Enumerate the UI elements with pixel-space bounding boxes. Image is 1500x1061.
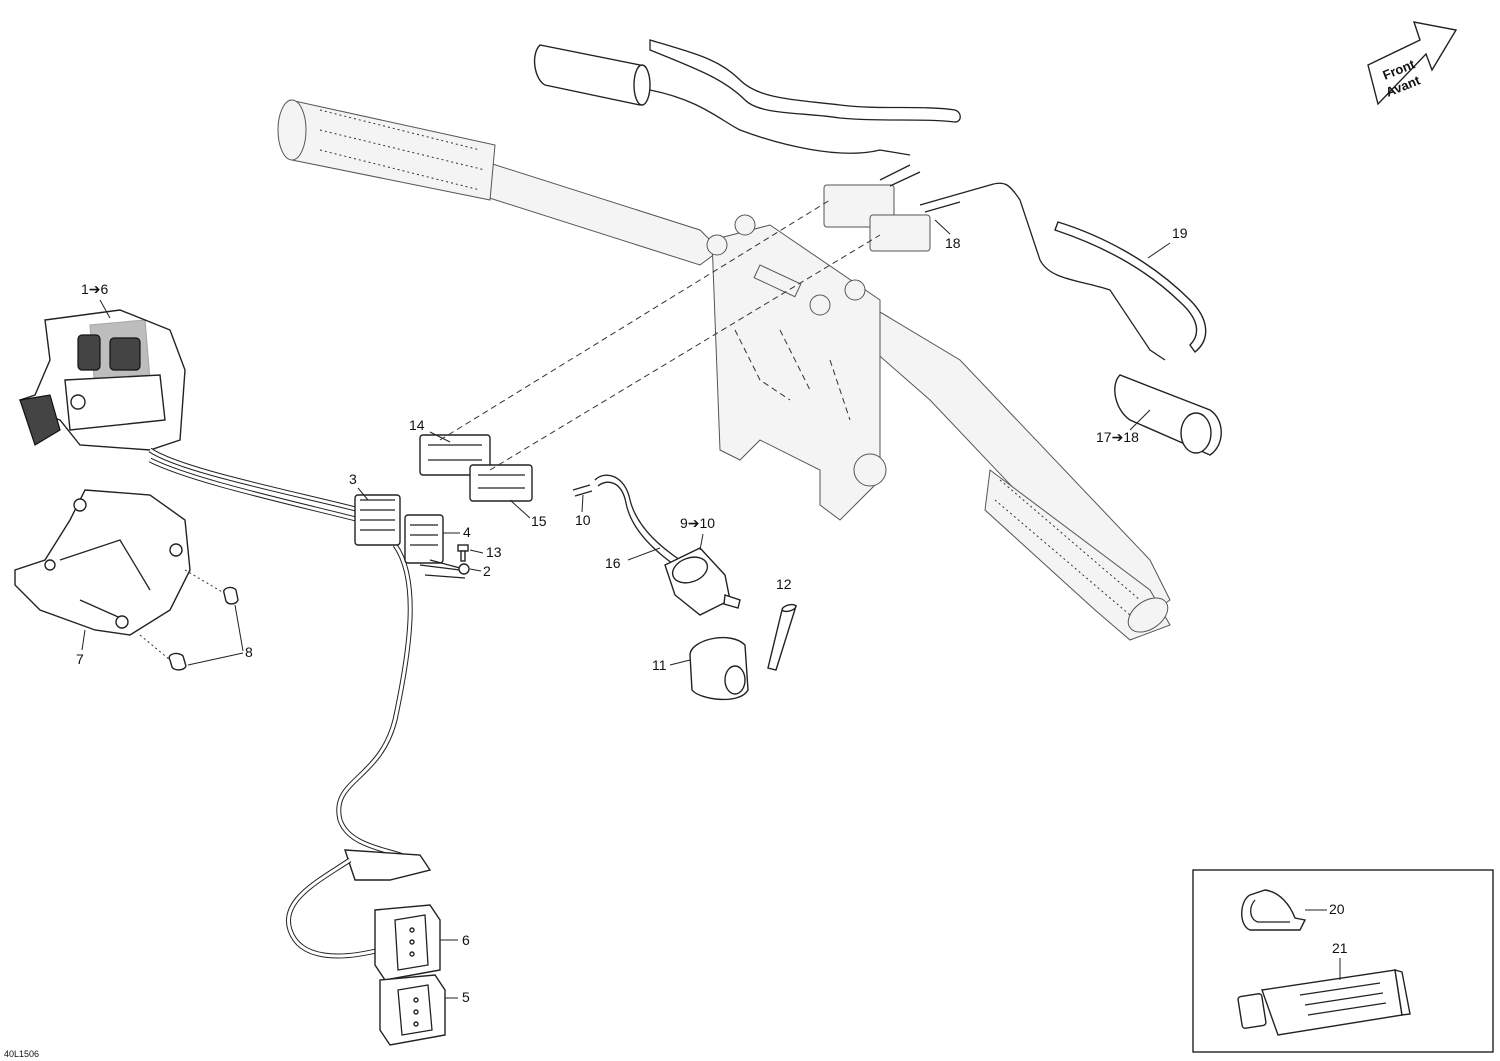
callout-11: 11: [652, 657, 667, 673]
callout-2: 2: [483, 563, 491, 579]
pin-12: 12: [767, 576, 798, 671]
connector-6: 6: [374, 904, 470, 981]
callout-17-18: 17➔18: [1096, 429, 1139, 445]
connector-cluster-3-4: 3 4: [349, 471, 471, 564]
callout-7: 7: [76, 651, 84, 667]
callout-3: 3: [349, 471, 357, 487]
grip-heater-left: [533, 39, 961, 156]
connector-5: 5: [379, 974, 470, 1046]
screw-13: 13: [457, 544, 502, 562]
screw-8-pair: 8: [139, 569, 253, 671]
compound-tube-21: 21: [1237, 940, 1411, 1036]
connector-15: 15: [469, 464, 547, 529]
callout-21: 21: [1332, 940, 1348, 956]
right-grip: [984, 469, 1171, 641]
callout-14: 14: [409, 417, 425, 433]
left-grip: [277, 99, 496, 201]
wire-16: 16: [594, 474, 681, 571]
callout-19: 19: [1172, 225, 1188, 241]
dash-line-b: [489, 234, 881, 471]
callout-18: 18: [945, 235, 961, 251]
callout-4: 4: [463, 524, 471, 540]
dash-line-a: [439, 199, 831, 441]
callout-15: 15: [531, 513, 547, 529]
front-arrow-icon: Front Avant: [1367, 21, 1458, 106]
consumables-box: 20 21: [1192, 869, 1494, 1053]
callout-1-6: 1➔6: [81, 281, 109, 297]
grip-heater-right: 17➔18: [1096, 374, 1222, 456]
ring-terminal-2: 2: [429, 559, 491, 579]
callout-5: 5: [462, 989, 470, 1005]
callout-12: 12: [776, 576, 792, 592]
callout-8: 8: [245, 644, 253, 660]
cable-tie-20: 20: [1241, 889, 1345, 931]
connector-18-pair: 18: [823, 164, 1166, 361]
switch-9-10: 9➔10: [664, 515, 741, 616]
heater-wire-19: 19: [1054, 221, 1207, 354]
handlebar: [277, 99, 1171, 641]
switch-housing: 1➔6: [18, 281, 186, 451]
callout-20: 20: [1329, 901, 1345, 917]
wiring-harness: [148, 447, 466, 959]
callout-13: 13: [486, 544, 502, 560]
callout-10: 10: [575, 512, 591, 528]
switch-cover-7: 7: [14, 489, 191, 667]
terminal-10: 10: [572, 484, 593, 528]
callout-16: 16: [605, 555, 621, 571]
callout-9-10: 9➔10: [680, 515, 715, 531]
handlebar-riser: [706, 214, 887, 521]
callout-6: 6: [462, 932, 470, 948]
drawing-code: 40L1506: [4, 1049, 39, 1059]
cap-11: 11: [652, 636, 749, 701]
